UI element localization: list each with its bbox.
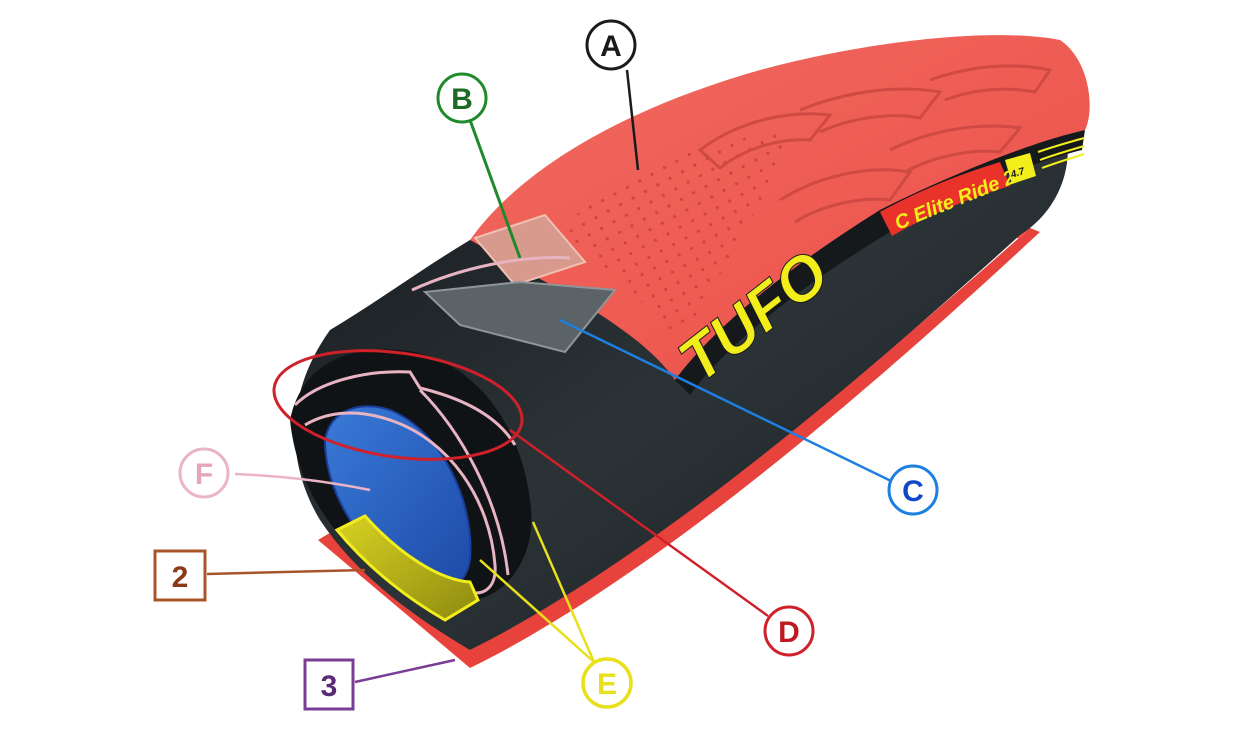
callout-b: B: [436, 72, 488, 124]
svg-text:3: 3: [321, 670, 338, 703]
callout-3: 3: [303, 658, 355, 711]
svg-text:A: A: [600, 30, 622, 63]
badge-yellow: [1005, 153, 1036, 184]
layer-b-strip: [473, 213, 587, 287]
callout-d: D: [763, 605, 815, 657]
leader-b: [468, 119, 522, 259]
callout-2: 2: [153, 549, 207, 602]
leader-c: [559, 318, 894, 484]
leader-e-2: [479, 559, 595, 663]
sidewall-band: [675, 130, 1085, 395]
svg-text:2: 2: [172, 561, 189, 594]
casing-lip: [411, 256, 571, 292]
svg-text:B: B: [451, 83, 473, 116]
tread-dots: [560, 130, 800, 340]
sidewall-stripes: [1037, 137, 1085, 169]
callout-f: F: [178, 447, 230, 499]
leader-a: [625, 69, 640, 171]
badge-label: 4.7: [1009, 166, 1027, 181]
tread: [470, 35, 1090, 380]
leader-d: [509, 428, 769, 618]
leader-3: [354, 658, 456, 684]
model-label-red: [880, 162, 1010, 236]
svg-text:E: E: [597, 668, 617, 701]
layer-c-layer: [422, 280, 617, 354]
leader-lines: [206, 69, 894, 684]
layer-2-base-tape: [334, 514, 480, 622]
tread-pattern: [697, 64, 1053, 224]
layer-d-highlight-ellipse: [272, 349, 524, 461]
leader-2: [206, 568, 366, 576]
svg-text:D: D: [778, 616, 800, 649]
svg-text:C: C: [902, 475, 924, 508]
callout-e: E: [581, 657, 633, 709]
svg-text:F: F: [195, 458, 213, 491]
casing-outline-layers: [293, 370, 517, 595]
leader-e-1: [531, 521, 596, 663]
leader-f: [234, 472, 371, 492]
callout-c: C: [887, 464, 939, 516]
callout-a: A: [585, 19, 637, 71]
